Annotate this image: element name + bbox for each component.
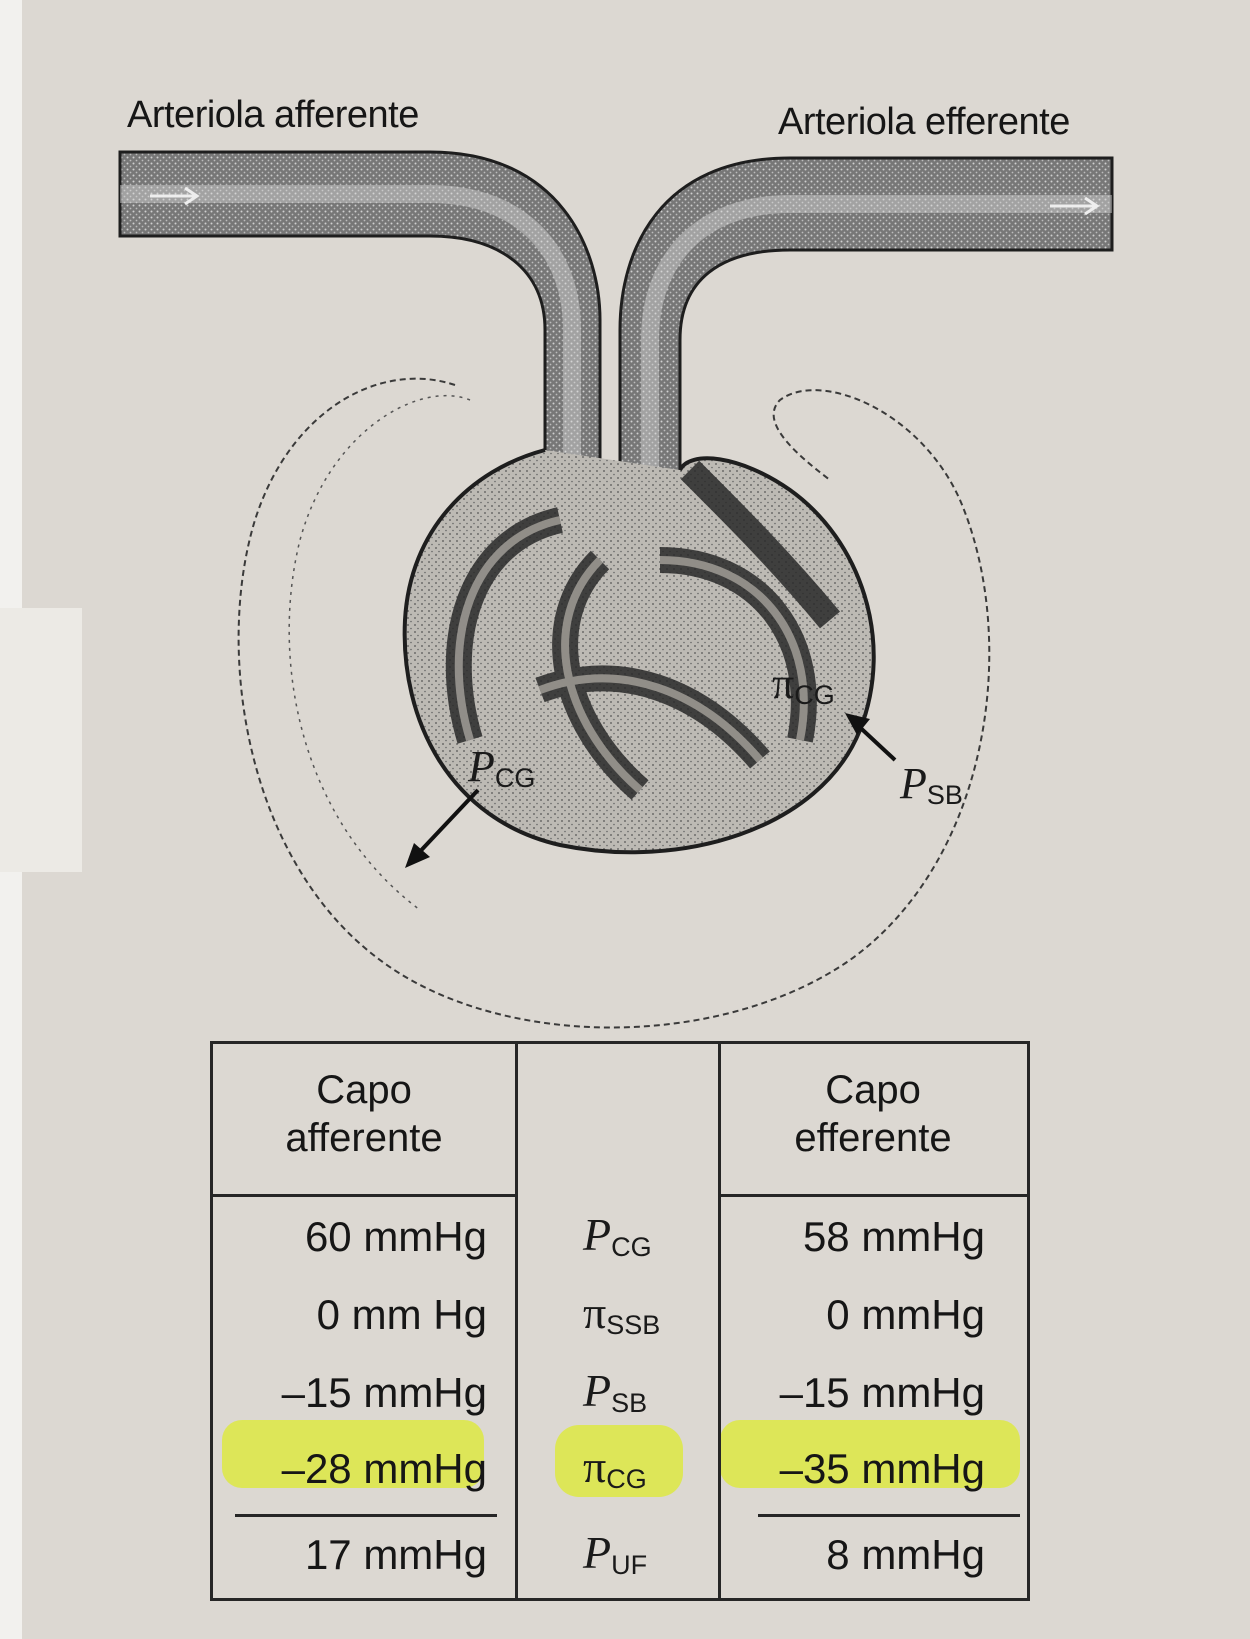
diagram-pcg-label: PCG	[468, 745, 535, 792]
picg-subscript: CG	[794, 680, 835, 710]
row4-symbol: πCG	[583, 1444, 647, 1493]
row3-afferent: –15 mmHg	[282, 1372, 487, 1414]
pcg-symbol: P	[468, 742, 495, 791]
row1-afferent: 60 mmHg	[305, 1216, 487, 1258]
row2-symbol: πSSB	[583, 1290, 660, 1339]
pcg-subscript: CG	[495, 763, 536, 793]
pcg-arrow-icon	[412, 790, 478, 860]
total-efferent: 8 mmHg	[826, 1534, 985, 1576]
efferent-arteriole-label: Arteriola efferente	[778, 101, 1070, 144]
total-afferent: 17 mmHg	[305, 1534, 487, 1576]
row2-symbol-sub: SSB	[606, 1310, 660, 1340]
row1-symbol-base: P	[583, 1209, 611, 1260]
pressure-table: Capo afferente Capo efferente 60 mmHg PC…	[210, 1041, 1030, 1601]
sum-rule-left	[235, 1514, 497, 1517]
header-rule-left	[213, 1194, 515, 1197]
header-rule-right	[718, 1194, 1027, 1197]
efferent-header-line2: efferente	[718, 1114, 1028, 1162]
diagram-psb-label: PSB	[900, 762, 963, 809]
sum-rule-right	[758, 1514, 1020, 1517]
afferent-header-line1: Capo	[213, 1066, 515, 1114]
row4-symbol-sub: CG	[606, 1464, 647, 1494]
diagram-picg-label: πCG	[772, 662, 835, 709]
efferent-header-line1: Capo	[718, 1066, 1028, 1114]
row4-afferent: –28 mmHg	[282, 1448, 487, 1490]
row4-efferent: –35 mmHg	[780, 1448, 985, 1490]
row2-afferent: 0 mm Hg	[317, 1294, 487, 1336]
row3-symbol: PSB	[583, 1368, 647, 1417]
row2-efferent: 0 mmHg	[826, 1294, 985, 1336]
row3-efferent: –15 mmHg	[780, 1372, 985, 1414]
row1-efferent: 58 mmHg	[803, 1216, 985, 1258]
row3-symbol-sub: SB	[611, 1388, 647, 1418]
psb-symbol: P	[900, 759, 927, 808]
row2-symbol-base: π	[583, 1287, 606, 1338]
afferent-header-line2: afferente	[213, 1114, 515, 1162]
row1-symbol-sub: CG	[611, 1232, 652, 1262]
efferent-header: Capo efferente	[718, 1066, 1028, 1162]
total-symbol-sub: UF	[611, 1550, 647, 1580]
row1-symbol: PCG	[583, 1212, 652, 1261]
picg-symbol: π	[772, 659, 794, 708]
table-divider-1	[515, 1044, 518, 1598]
row4-symbol-base: π	[583, 1441, 606, 1492]
total-symbol-base: P	[583, 1527, 611, 1578]
afferent-arteriole-label: Arteriola afferente	[127, 94, 419, 137]
psb-subscript: SB	[927, 780, 963, 810]
row3-symbol-base: P	[583, 1365, 611, 1416]
afferent-header: Capo afferente	[213, 1066, 515, 1162]
total-symbol: PUF	[583, 1530, 647, 1579]
